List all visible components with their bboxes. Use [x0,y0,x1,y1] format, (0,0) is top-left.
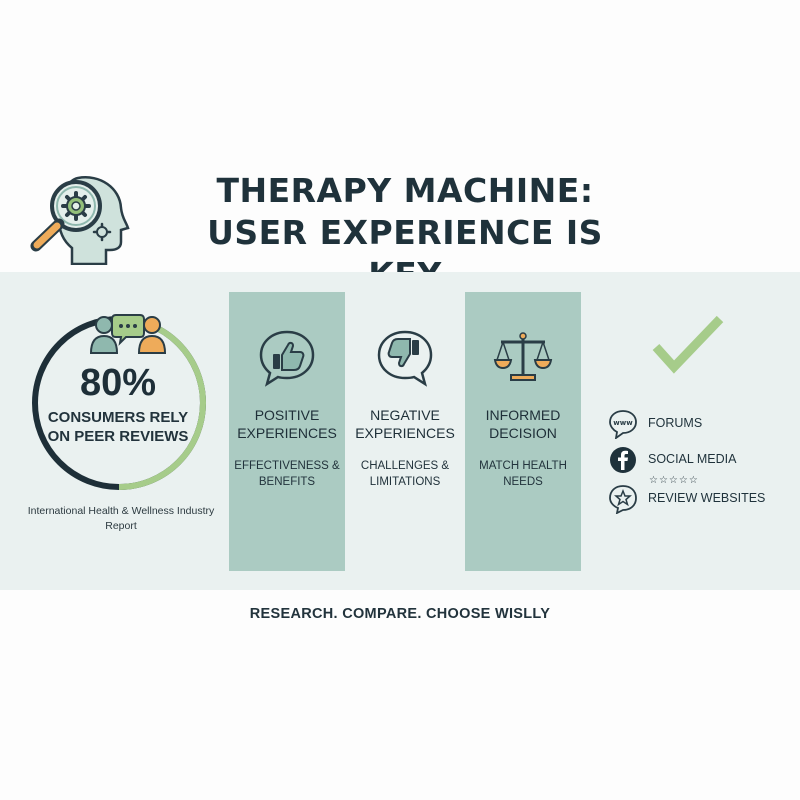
source-review-websites: REVIEW WEBSITES [608,484,788,514]
panel-subtitle: EFFECTIVENESS & BENEFITS [234,460,340,488]
checkmark-icon [652,315,724,374]
title-line-1: THERAPY MACHINE: [216,171,594,210]
panel-subtitle: CHALLENGES & LIMITATIONS [360,460,450,488]
source-label: SOCIAL MEDIA [648,452,737,466]
source-label: REVIEW WEBSITES [648,491,766,505]
panel-negative-experiences: NEGATIVE EXPERIENCES CHALLENGES & LIMITA… [347,292,463,571]
stat-source: International Health & Wellness Industry… [27,505,215,532]
svg-text:www: www [613,419,633,427]
panel-title: NEGATIVE EXPERIENCES [355,407,455,441]
panel-title: POSITIVE EXPERIENCES [237,407,337,441]
source-forums: www FORUMS [608,409,788,439]
thumbs-up-icon [259,330,315,387]
head-magnifier-gear-icon [30,176,130,265]
panel-title: INFORMED DECISION [485,407,561,441]
source-social-media: SOCIAL MEDIA [608,445,788,475]
source-label: FORUMS [648,416,703,430]
panel-informed-decision: INFORMED DECISION MATCH HEALTH NEEDS [465,292,581,571]
people-chat-icon [89,314,167,354]
thumbs-down-icon [377,330,433,387]
stat-description: CONSUMERS RELY ON PEER REVIEWS [47,409,189,445]
www-speech-icon: www [609,410,637,439]
facebook-icon [610,447,636,473]
scales-icon [493,332,553,381]
stat-value: 80% [79,362,157,404]
panel-subtitle: MATCH HEALTH NEEDS [479,460,567,488]
footer-tagline: RESEARCH. COMPARE. CHOOSE WISLLY [249,606,551,622]
star-badge-icon [609,485,637,514]
panel-positive-experiences: POSITIVE EXPERIENCES EFFECTIVENESS & BEN… [229,292,345,571]
rating-stars: ☆☆☆☆☆ [649,475,699,486]
